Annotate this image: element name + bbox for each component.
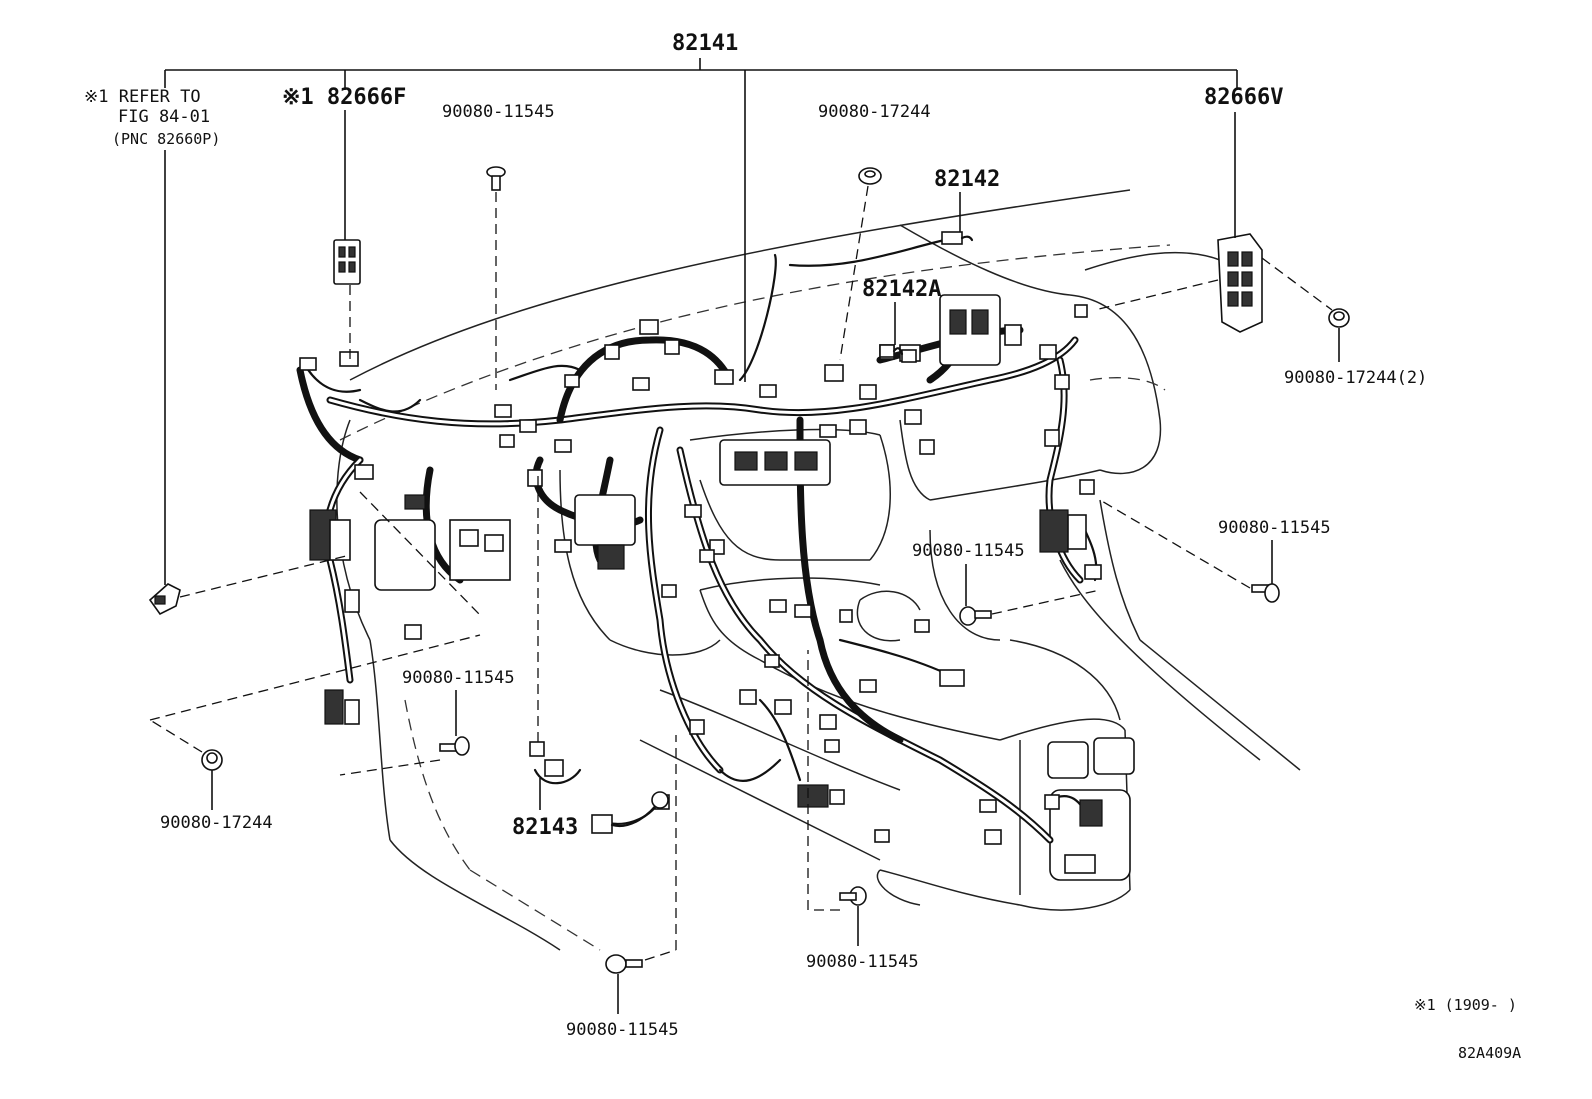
label-82666F: ※1 82666F (282, 85, 406, 110)
note-refer-line-3: (PNC 82660P) (112, 130, 220, 148)
part-labels: 82141 ※1 REFER TO FIG 84-01 (PNC 82660P)… (84, 31, 1521, 1062)
bolt-icon (439, 736, 470, 756)
label-82143: 82143 (512, 815, 578, 840)
figure-code: 82A409A (1458, 1044, 1521, 1062)
label-bolt-bottom: 90080-11545 (566, 1020, 679, 1040)
label-clip-left: 90080-17244 (160, 813, 273, 833)
leader-lines (149, 58, 1340, 1014)
harness-82142-connector (941, 231, 974, 245)
label-bolt-top: 90080-11545 (442, 102, 555, 122)
harness-82142A (879, 344, 917, 363)
bolt-icon (959, 606, 992, 626)
bolt-icon (839, 886, 867, 906)
label-bolt-bottom-center: 90080-11545 (806, 952, 919, 972)
label-clip-top: 90080-17244 (818, 102, 931, 122)
label-bolt-left: 90080-11545 (402, 668, 515, 688)
fasteners (201, 166, 1350, 974)
clip-icon (201, 749, 223, 771)
label-82666V: 82666V (1204, 85, 1283, 110)
bolt-icon (486, 166, 506, 191)
note-refer-line-1: ※1 REFER TO (84, 87, 201, 107)
clip-icon (858, 167, 882, 185)
label-bolt-right: 90080-11545 (1218, 518, 1331, 538)
label-clip-right: 90080-17244(2) (1284, 368, 1427, 388)
label-82142: 82142 (934, 167, 1000, 192)
relay-block-82666V (1217, 233, 1263, 333)
label-82142A: 82142A (862, 277, 941, 302)
footnote: ※1 (1909- ) (1414, 996, 1517, 1014)
relay-block-82666F (333, 239, 361, 285)
note-refer-line-2: FIG 84-01 (118, 107, 210, 127)
label-82141: 82141 (672, 31, 738, 56)
bolt-icon (1251, 583, 1280, 603)
label-bolt-center-right: 90080-11545 (912, 541, 1025, 561)
referenced-block-82660P (148, 583, 181, 616)
harness-82143 (529, 741, 669, 834)
clip-icon (1328, 308, 1350, 328)
bolt-icon (605, 954, 643, 974)
